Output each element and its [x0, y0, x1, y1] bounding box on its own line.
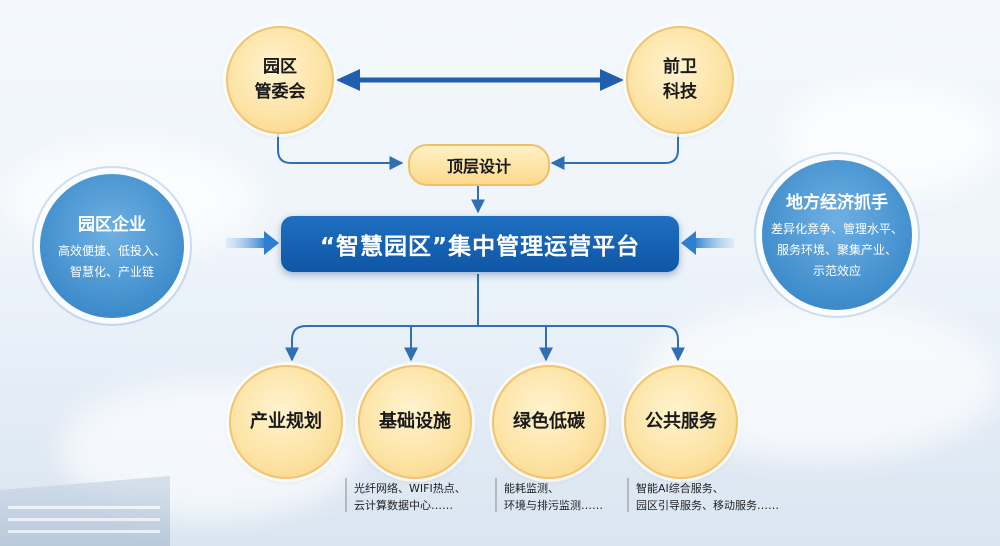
- node-public-service: 公共服务: [624, 365, 738, 479]
- node-local-economy-title: 地方经济抓手: [786, 193, 888, 213]
- note-infrastructure-line-2: 云计算数据中心……: [354, 499, 453, 513]
- bidirectional-arrow: [336, 69, 624, 91]
- node-local-economy: 地方经济抓手 差异化竞争、管理水平、 服务环境、聚集产业、 示范效应: [762, 160, 912, 310]
- node-park-enterprise-desc-2: 智慧化、产业链: [69, 264, 154, 279]
- connector-right-to-design: [550, 130, 679, 170]
- note-green-line-1: 能耗监测、: [504, 482, 559, 495]
- note-public: 智能AI综合服务、 园区引导服务、移动服务……: [628, 480, 779, 514]
- note-green: 能耗监测、 环境与排污监测……: [496, 480, 603, 514]
- node-qianwei-tech: 前卫 科技: [626, 26, 734, 134]
- note-infrastructure: 光纤网络、WIFI热点、 云计算数据中心……: [346, 480, 466, 514]
- note-infrastructure-line-1: 光纤网络、WIFI热点、: [354, 482, 466, 495]
- node-local-economy-desc-3: 示范效应: [812, 264, 861, 278]
- node-green-low-carbon: 绿色低碳: [492, 365, 606, 479]
- note-public-line-2: 园区引导服务、移动服务……: [636, 499, 779, 513]
- node-local-economy-desc-2: 服务环境、聚集产业、: [776, 243, 897, 257]
- left-side-arrow: [226, 231, 279, 255]
- connector-left-to-design: [277, 130, 404, 170]
- right-side-arrow: [681, 231, 734, 255]
- central-platform: “智慧园区”集中管理运营平台: [281, 216, 679, 272]
- node-park-enterprise-title: 园区企业: [78, 214, 146, 235]
- node-park-enterprise: 园区企业 高效便捷、低投入、 智慧化、产业链: [40, 174, 184, 318]
- node-local-economy-desc-1: 差异化竞争、管理水平、: [770, 222, 903, 236]
- note-public-line-1: 智能AI综合服务、: [636, 482, 724, 495]
- node-infrastructure: 基础设施: [358, 365, 472, 479]
- note-green-line-2: 环境与排污监测……: [504, 499, 603, 513]
- node-industry-planning: 产业规划: [229, 365, 343, 479]
- top-design-pill: 顶层设计: [408, 144, 550, 186]
- node-park-committee: 园区 管委会: [226, 26, 334, 134]
- node-park-enterprise-desc-1: 高效便捷、低投入、: [57, 243, 166, 258]
- connector-platform-to-branches: [285, 274, 685, 362]
